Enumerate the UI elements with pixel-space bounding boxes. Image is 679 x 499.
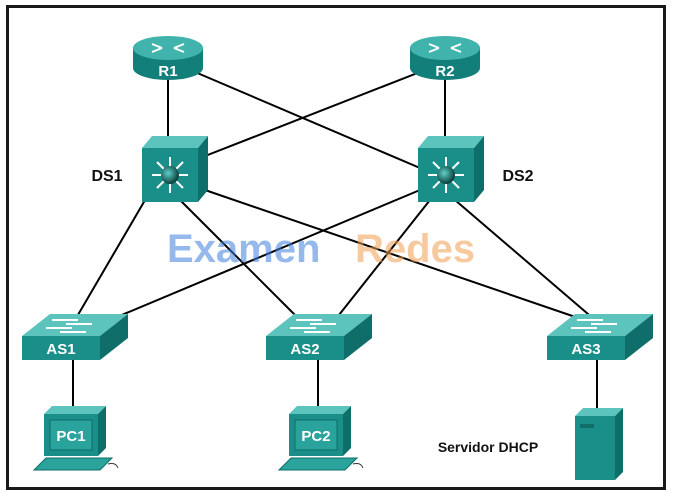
switch-ds2[interactable]: DS2 [418, 136, 534, 202]
switch-icon [547, 314, 653, 360]
watermark: Examen Redes [167, 227, 475, 271]
switch-as2[interactable]: AS2 [266, 314, 372, 360]
link-ds1-as1 [74, 194, 149, 321]
switch-icon [266, 314, 372, 360]
pc-pc2[interactable]: PC2 [277, 406, 364, 471]
switch-ds1-label: DS1 [91, 168, 122, 185]
watermark-part2: Redes [355, 227, 475, 271]
link-ds2-as3 [454, 199, 596, 321]
multilayer-switch-icon [418, 136, 484, 202]
link-r1-ds2 [194, 71, 421, 169]
link-ds2-as2 [334, 199, 431, 321]
pc-pc1-label: PC1 [56, 428, 85, 445]
switch-ds1[interactable]: DS1 [91, 136, 208, 202]
multilayer-switch-icon [142, 136, 208, 202]
switch-as1[interactable]: AS1 [22, 314, 128, 360]
link-ds2-as1 [104, 189, 421, 323]
link-r2-ds1 [199, 71, 421, 159]
switch-as3-label: AS3 [571, 341, 600, 358]
pc-pc2-label: PC2 [301, 428, 330, 445]
switch-ds2-label: DS2 [502, 168, 533, 185]
router-r1[interactable]: R1 [133, 36, 203, 80]
router-icon [133, 36, 203, 80]
link-ds1-as3 [204, 189, 591, 323]
server-icon [575, 408, 623, 480]
pc-icon [277, 406, 364, 471]
server-dhcp-label: Servidor DHCP [438, 439, 538, 455]
switch-as2-label: AS2 [290, 341, 319, 358]
router-r2-label: R2 [435, 63, 454, 80]
router-icon [410, 36, 480, 80]
server-dhcp[interactable]: Servidor DHCP [438, 408, 623, 480]
pc-pc1[interactable]: PC1 [32, 406, 119, 471]
switch-icon [22, 314, 128, 360]
switch-as1-label: AS1 [46, 341, 75, 358]
router-r1-label: R1 [158, 63, 177, 80]
watermark-part1: Examen [167, 227, 320, 271]
link-ds1-as2 [179, 199, 301, 321]
router-r2[interactable]: R2 [410, 36, 480, 80]
pc-icon [32, 406, 119, 471]
switch-as3[interactable]: AS3 [547, 314, 653, 360]
links [72, 71, 598, 410]
